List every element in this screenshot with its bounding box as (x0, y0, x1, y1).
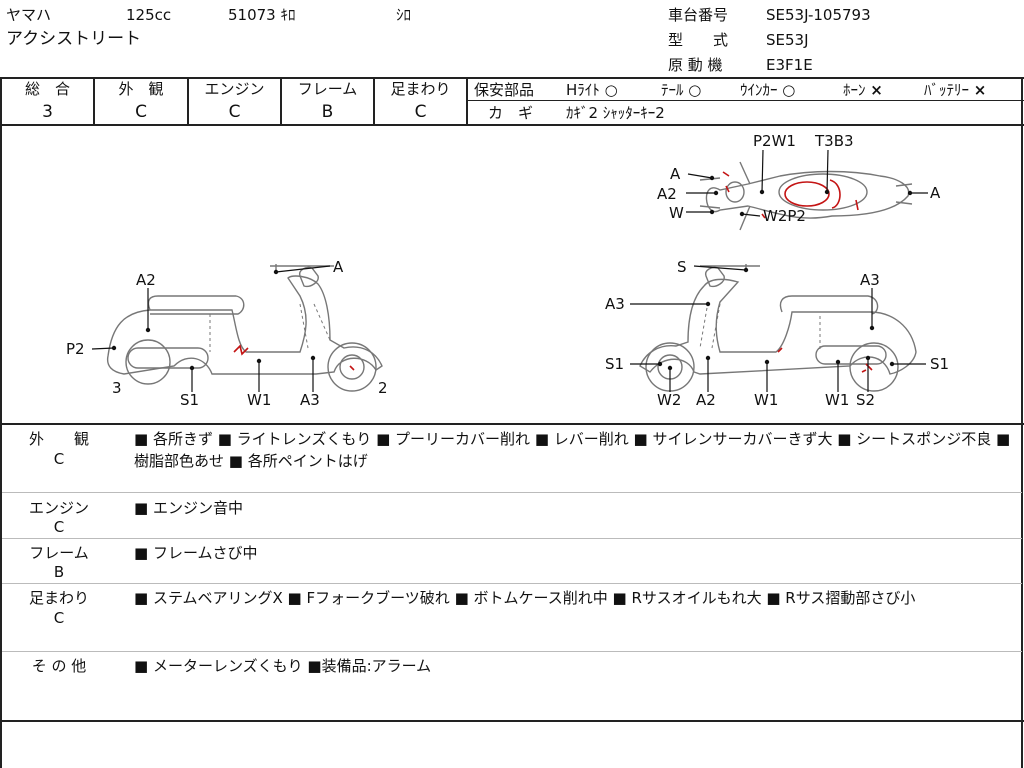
section-title: そ の 他 (31, 657, 87, 675)
label-w2p2: W2P2 (763, 207, 806, 225)
grade-value-frame: B (321, 102, 334, 122)
section-body: ■ フレームさび中 (134, 544, 258, 562)
grade-header-overall: 総 合 (24, 80, 70, 98)
frame-no: SE53J-105793 (766, 6, 871, 24)
label-left-3: 3 (112, 379, 122, 397)
safety-item-horn: ﾎｰﾝ × (843, 81, 883, 99)
section-grade: B (53, 563, 65, 581)
grade-header-frame: フレーム (297, 80, 358, 98)
safety-item-winker: ｳｲﾝｶｰ ○ (740, 81, 796, 99)
label-left-p2: P2 (66, 340, 85, 358)
label-right-a2: A2 (696, 391, 716, 409)
section-grade: C (53, 518, 65, 536)
safety-item-battery: ﾊﾞｯﾃﾘｰ × (924, 81, 987, 99)
label-right-s: S (677, 258, 687, 276)
label-a2-front: A2 (657, 185, 677, 203)
divider (1021, 77, 1023, 768)
section-body: ■ エンジン音中 (134, 499, 243, 517)
divider (93, 77, 95, 125)
section-grade: C (53, 609, 65, 627)
divider (373, 77, 375, 125)
label-left-w1: W1 (247, 391, 271, 409)
key-label: カ ギ (488, 104, 534, 122)
label-right-s2: S2 (856, 391, 875, 409)
label-a-front: A (670, 165, 681, 183)
divider (0, 77, 1024, 79)
engine-value: E3F1E (766, 56, 813, 74)
key-value: ｶｷﾞ2 ｼｬｯﾀｰｷｰ2 (566, 104, 665, 122)
label-right-w1b: W1 (825, 391, 849, 409)
divider (0, 423, 1024, 425)
divider (2, 538, 1022, 539)
label-left-a3: A3 (300, 391, 320, 409)
label-right-w1a: W1 (754, 391, 778, 409)
grade-value-overall: 3 (42, 102, 53, 122)
divider (2, 492, 1022, 493)
divider (0, 124, 1024, 126)
grade-value-suspension: C (414, 102, 427, 122)
type-label: 型 式 (668, 31, 729, 49)
section-body: ■ ステムベアリングX ■ Fフォークブーツ破れ ■ ボトムケース削れ中 ■ R… (134, 589, 916, 607)
label-p2w1: P2W1 (753, 132, 796, 150)
section-title: フレーム (29, 544, 89, 562)
section-title: エンジン (28, 499, 89, 517)
grade-value-engine: C (228, 102, 241, 122)
safety-label: 保安部品 (474, 81, 535, 99)
diagram-labels: P2W1 T3B3 A A2 W W2P2 A A A2 P2 3 S1 W1 … (66, 132, 949, 409)
color: ｼﾛ (396, 6, 412, 24)
type-value: SE53J (766, 31, 809, 49)
mileage: 51073 ｷﾛ (228, 6, 296, 24)
scooter-top-view (686, 149, 928, 231)
divider (466, 100, 1024, 101)
divider (280, 77, 282, 125)
grade-header-suspension: 足まわり (390, 80, 451, 98)
label-right-s1-rear: S1 (930, 355, 949, 373)
divider (2, 583, 1022, 584)
label-left-a: A (333, 258, 344, 276)
label-a-rear: A (930, 184, 941, 202)
label-w-front: W (669, 204, 684, 222)
section-body: ■ 各所きず ■ ライトレンズくもり ■ プーリーカバー削れ ■ レバー削れ ■… (134, 430, 1011, 470)
grade-value-exterior: C (135, 102, 147, 122)
label-right-a3-rear: A3 (860, 271, 880, 289)
label-right-a3-front: A3 (605, 295, 625, 313)
label-t3b3: T3B3 (814, 132, 854, 150)
maker: ヤマハ (6, 6, 52, 24)
scooter-right-view (630, 264, 926, 392)
section-title: 外 観 (28, 430, 89, 448)
section-grade: C (53, 450, 65, 468)
model-name: アクシストリート (6, 29, 142, 49)
label-left-a2: A2 (136, 271, 156, 289)
label-left-2: 2 (378, 379, 388, 397)
grade-header-engine: エンジン (204, 80, 265, 98)
divider (0, 77, 2, 768)
label-left-s1: S1 (180, 391, 199, 409)
scooter-left-view (91, 264, 383, 392)
label-right-w2: W2 (657, 391, 681, 409)
label-right-s1-front: S1 (605, 355, 624, 373)
grade-header-exterior: 外 観 (118, 80, 164, 98)
section-title: 足まわり (28, 589, 89, 607)
safety-item-headlight: Hﾗｲﾄ ○ (566, 81, 618, 99)
divider (187, 77, 189, 125)
divider (466, 77, 468, 125)
divider (2, 651, 1022, 652)
engine-label: 原 動 機 (668, 56, 723, 74)
displacement: 125cc (126, 6, 172, 24)
scooter-damage-diagram: P2W1 T3B3 A A2 W W2P2 A A A2 P2 3 S1 W1 … (66, 132, 949, 409)
frame-no-label: 車台番号 (668, 6, 729, 24)
section-body: ■ メーターレンズくもり ■装備品:アラーム (134, 657, 432, 675)
safety-item-taillight: ﾃｰﾙ ○ (661, 81, 702, 99)
divider (0, 720, 1024, 722)
